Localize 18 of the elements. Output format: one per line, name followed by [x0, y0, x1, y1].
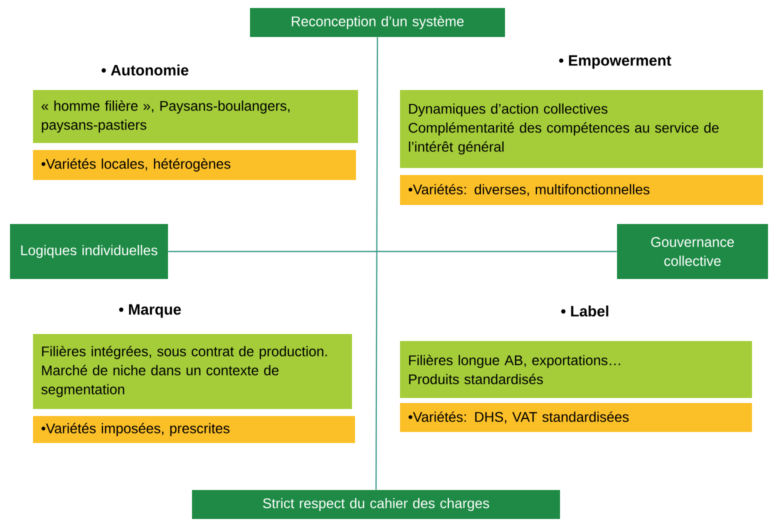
variety-box: •Variétés locales, hétérogènes — [33, 150, 356, 180]
heading: • Empowerment — [556, 53, 674, 71]
description-box: Dynamiques d’action collectives Complémentarité des compétences au service de l’intérêt général — [400, 90, 763, 168]
description-box: Filières intégrées, sous contrat de production. Marché de niche dans un contexte de segmentation — [33, 334, 352, 409]
description-box: Filières longue AB, exportations… Produits standardisés — [400, 341, 752, 398]
axis-line — [168, 250, 617, 252]
description-box: « homme filière », Paysans-boulangers, paysans-pastiers — [33, 90, 358, 143]
axis-label-box: Strict respect du cahier des charges — [192, 490, 560, 519]
variety-box: •Variétés imposées, prescrites — [33, 416, 355, 443]
heading: • Autonomie — [99, 62, 191, 78]
axis-label-box: Logiques individuelles — [10, 224, 168, 279]
heading: • Label — [558, 304, 612, 318]
variety-box: •Variétés: diverses, multifonctionnelles — [400, 175, 763, 205]
axis-line — [375, 37, 378, 490]
axis-label-box: Gouvernance collective — [617, 224, 768, 279]
variety-box: •Variétés: DHS, VAT standardisées — [400, 403, 752, 432]
axis-label-box: Reconception d’un système — [250, 8, 505, 37]
heading: • Marque — [116, 302, 184, 320]
